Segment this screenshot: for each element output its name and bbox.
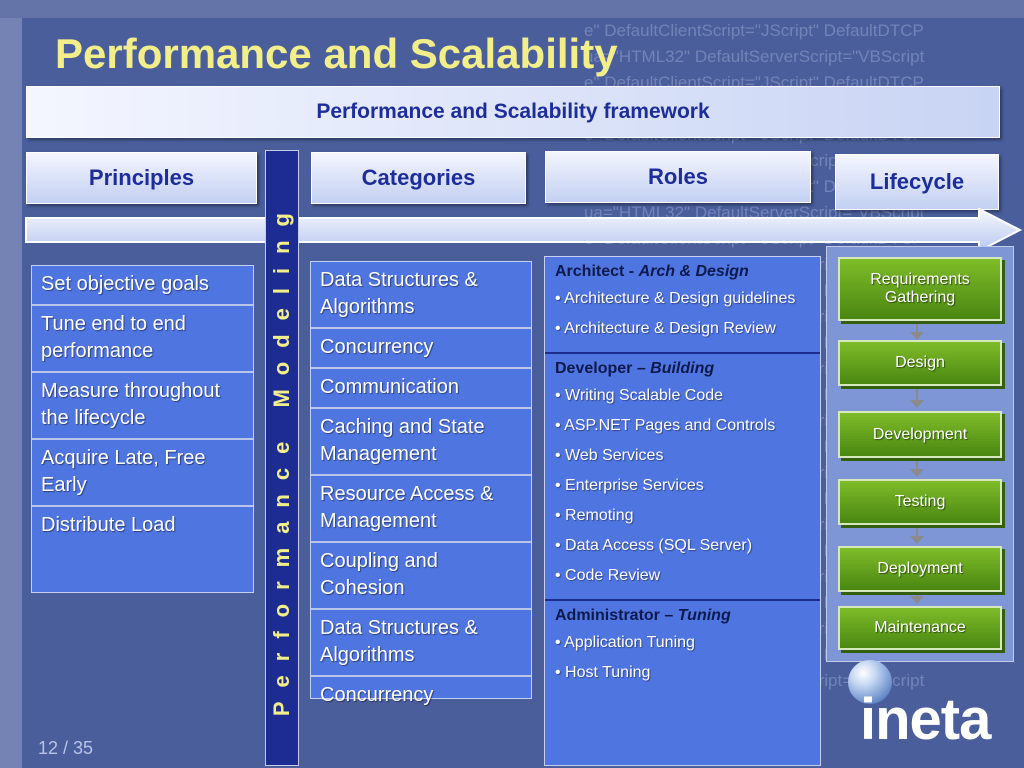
categories-list: Data Structures & Algorithms Concurrency… xyxy=(310,261,532,706)
role-architect: Architect - Arch & Design • Architecture… xyxy=(545,257,820,354)
header-roles-label: Roles xyxy=(648,164,708,189)
top-accent-bar xyxy=(0,0,1024,18)
role-item: • Architecture & Design guidelines xyxy=(555,290,796,307)
category-item: Data Structures & Algorithms xyxy=(311,262,531,329)
principle-item: Acquire Late, Free Early xyxy=(32,440,253,507)
role-item: • Remoting xyxy=(555,507,634,524)
lifecycle-maintenance: Maintenance xyxy=(838,606,1002,650)
header-principles-label: Principles xyxy=(88,165,195,190)
category-item: Data Structures & Algorithms xyxy=(311,610,531,677)
principle-item: Measure throughout the lifecycle xyxy=(32,373,253,440)
arrow-down-icon xyxy=(910,536,924,544)
lifecycle-deployment: Deployment xyxy=(838,546,1002,592)
role-heading: Developer – Building xyxy=(555,360,715,377)
role-item: • Writing Scalable Code xyxy=(555,387,724,404)
principle-item: Set objective goals xyxy=(32,266,253,306)
principle-item: Distribute Load xyxy=(41,514,176,536)
role-item: • Web Services xyxy=(555,447,664,464)
role-developer: Developer – Building • Writing Scalable … xyxy=(545,354,820,601)
logo-wordmark: ineta xyxy=(860,687,991,752)
header-categories: Categories xyxy=(311,152,526,204)
framework-banner-label: Performance and Scalability framework xyxy=(316,100,710,123)
lifecycle-connector xyxy=(916,592,918,598)
lifecycle-connector xyxy=(916,459,918,471)
category-item: Resource Access & Management xyxy=(311,476,531,543)
page-number: 12 / 35 xyxy=(38,738,94,758)
lifecycle-testing: Testing xyxy=(838,479,1002,525)
header-lifecycle-label: Lifecycle xyxy=(869,169,965,194)
performance-modeling-bar: Performance Modeling xyxy=(265,150,299,766)
lifecycle-development: Development xyxy=(838,411,1002,458)
category-item: Concurrency xyxy=(311,329,531,369)
lifecycle-connector xyxy=(916,525,918,538)
slide-title: Performance and Scalability xyxy=(55,30,618,77)
arrow-down-icon xyxy=(910,469,924,477)
role-item: • Application Tuning xyxy=(555,634,695,651)
principles-list: Set objective goals Tune end to end perf… xyxy=(31,265,254,593)
lifecycle-design: Design xyxy=(838,340,1002,386)
arrow-down-icon xyxy=(910,596,924,604)
role-item: • Host Tuning xyxy=(555,664,651,681)
category-item: Concurrency xyxy=(320,684,434,706)
role-heading: Architect - Arch & Design xyxy=(555,263,749,280)
performance-modeling-label: Performance Modeling xyxy=(269,199,294,717)
arrow-down-icon xyxy=(910,332,924,340)
role-heading: Administrator – Tuning xyxy=(555,607,731,624)
arrow-down-icon xyxy=(910,400,924,408)
role-item: • ASP.NET Pages and Controls xyxy=(555,417,776,434)
globe-icon xyxy=(848,660,892,704)
ineta-logo: ineta xyxy=(846,658,1016,766)
header-categories-label: Categories xyxy=(361,165,476,190)
left-accent-bar xyxy=(0,0,22,768)
category-item: Caching and State Management xyxy=(311,409,531,476)
lifecycle-requirements-gathering: Requirements Gathering xyxy=(838,257,1002,321)
roles-table: Architect - Arch & Design • Architecture… xyxy=(544,256,821,766)
category-item: Communication xyxy=(311,369,531,409)
role-administrator: Administrator – Tuning • Application Tun… xyxy=(545,601,820,696)
framework-banner: Performance and Scalability framework xyxy=(26,86,1000,138)
principle-item: Tune end to end performance xyxy=(32,306,253,373)
lifecycle-connector xyxy=(916,322,918,334)
category-item: Coupling and Cohesion xyxy=(311,543,531,610)
lifecycle-connector xyxy=(916,386,918,402)
header-lifecycle: Lifecycle xyxy=(835,154,999,210)
role-item: • Code Review xyxy=(555,567,661,584)
header-principles: Principles xyxy=(26,152,257,204)
header-roles: Roles xyxy=(545,151,811,203)
role-item: • Enterprise Services xyxy=(555,477,704,494)
role-item: • Data Access (SQL Server) xyxy=(555,537,753,554)
role-item: • Architecture & Design Review xyxy=(555,320,776,337)
